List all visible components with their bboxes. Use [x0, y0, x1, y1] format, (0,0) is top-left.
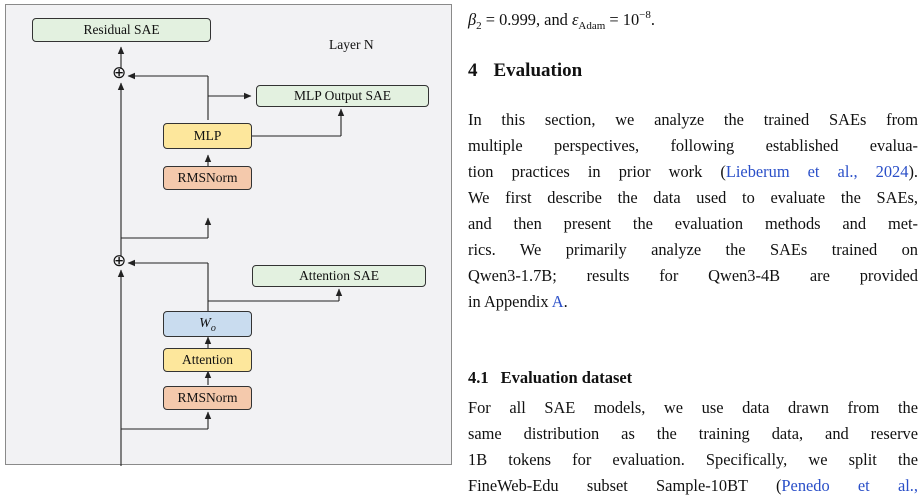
section-heading: 4 Evaluation	[468, 60, 582, 82]
appendix-link[interactable]: A	[551, 292, 564, 311]
figure-connections	[117, 46, 345, 466]
para1-line-2: multiple perspectives, following establi…	[468, 136, 918, 155]
rmsnorm-bottom-box: RMSNorm	[163, 386, 252, 410]
layer-label: Layer N	[329, 37, 374, 52]
epsilon-symbol: ε	[571, 10, 579, 29]
para1-line-4: We first describe the data used to evalu…	[468, 188, 918, 207]
para2-line-2: same distribution as the training data, …	[468, 424, 918, 443]
epsilon-exponent: −8	[639, 9, 651, 21]
rmsnorm-top-box: RMSNorm	[163, 166, 252, 190]
section-number: 4	[468, 60, 478, 81]
citation-penedo[interactable]: Penedo et al.,	[781, 476, 918, 495]
para1-line-8: in Appendix A.	[468, 289, 918, 315]
para2-line-1: For all SAE models, we use data drawn fr…	[468, 398, 918, 417]
para1-line-8-pre: in Appendix	[468, 292, 552, 311]
para2-line-3: 1B tokens for evaluation. Specifically, …	[468, 450, 918, 469]
formula-end: .	[650, 10, 655, 29]
attention-sae-box: Attention SAE	[252, 265, 426, 287]
attention-box: Attention	[163, 348, 252, 372]
architecture-figure: ⊕ ⊕ Residual SAE Layer N MLP Output SAE …	[5, 4, 452, 466]
para1-line-7: Qwen3-1.7B; results for Qwen3-4B are pro…	[468, 266, 918, 285]
residual-sae-box: Residual SAE	[32, 18, 211, 42]
para2-line-4-pre: FineWeb-Edu subset Sample-10BT (	[468, 476, 782, 495]
citation-lieberum[interactable]: Lieberum et al., 2024	[725, 162, 909, 181]
para1-line-5: and then present the evaluation methods …	[468, 214, 918, 233]
subsection-title: Evaluation dataset	[500, 368, 633, 387]
add-top-symbol: ⊕	[112, 63, 127, 83]
w-o-subscript: o	[210, 322, 216, 334]
beta-subscript: 2	[476, 20, 482, 32]
mlp-box: MLP	[163, 123, 252, 149]
para1-line-8-post: .	[563, 292, 568, 311]
para1-line-6: rics. We primarily analyze the SAEs trai…	[468, 240, 918, 259]
para1-line-3: tion practices in prior work (Lieberum e…	[468, 159, 918, 185]
subsection-heading: 4.1 Evaluation dataset	[468, 368, 632, 388]
para1-line-1: In this section, we analyze the trained …	[468, 110, 918, 129]
para1-line-3-pre: tion practices in prior work (	[468, 162, 726, 181]
beta-value: = 0.999, and	[481, 10, 572, 29]
subsection-paragraph: For all SAE models, we use data drawn fr…	[468, 395, 918, 499]
add-bottom-symbol: ⊕	[112, 251, 127, 271]
w-o-label: W	[199, 316, 211, 331]
mlp-output-sae-box: MLP Output SAE	[256, 85, 429, 107]
para2-line-4: FineWeb-Edu subset Sample-10BT (Penedo e…	[468, 473, 918, 499]
subsection-number: 4.1	[468, 368, 489, 387]
section-paragraph: In this section, we analyze the trained …	[468, 107, 918, 315]
formula-line: β2 = 0.999, and εAdam = 10−8.	[468, 7, 918, 35]
epsilon-subscript: Adam	[578, 20, 606, 32]
para1-line-3-post: ).	[908, 162, 918, 181]
epsilon-equals: = 10	[605, 10, 640, 29]
section-title: Evaluation	[493, 60, 583, 81]
beta-symbol: β	[468, 10, 477, 29]
